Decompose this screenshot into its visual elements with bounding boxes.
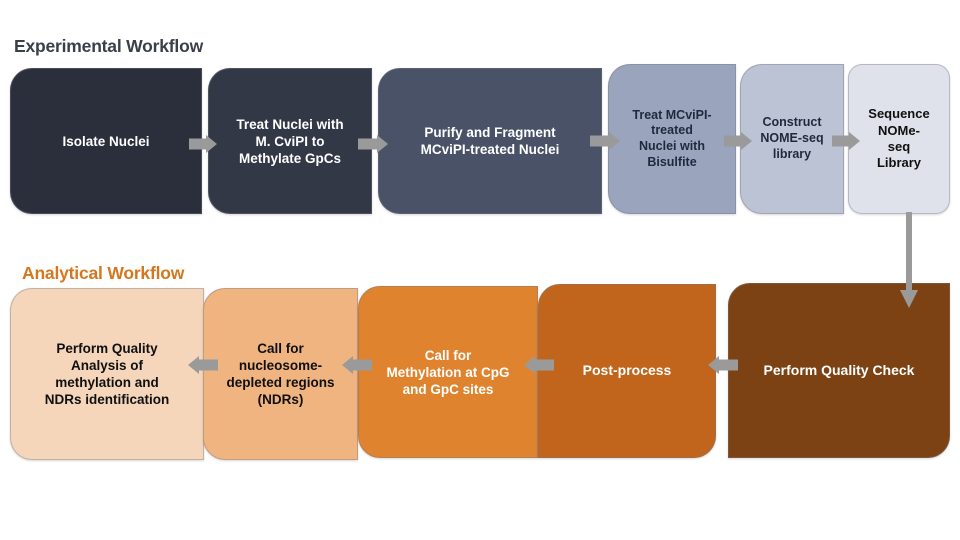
flow-step-label: Treat Nuclei with M. CviPI to Methylate …	[236, 116, 344, 166]
arrow-ndrs-to-quality-icon	[188, 355, 218, 375]
flow-step-perform-quality-analysis[interactable]: Perform Quality Analysis of methylation …	[10, 288, 204, 460]
flow-step-treat-bisulfite[interactable]: Treat MCviPI- treated Nuclei with Bisulf…	[608, 64, 736, 214]
arrow-construct-to-sequence-icon	[832, 131, 860, 151]
flow-step-label: Sequence NOMe- seq Library	[868, 106, 930, 171]
flow-step-label: Isolate Nuclei	[62, 133, 150, 149]
flow-step-label: Post-process	[582, 362, 672, 379]
arrow-bisulfite-to-construct-icon	[724, 131, 752, 151]
arrow-methylation-to-ndrs-icon	[342, 355, 372, 375]
flow-step-call-methylation[interactable]: Call for Methylation at CpG and GpC site…	[358, 286, 538, 458]
flow-step-label: Perform Quality Check	[763, 361, 915, 378]
arrow-treat-to-purify-icon	[358, 134, 388, 154]
arrow-postprocess-to-methyl-icon	[524, 355, 554, 375]
experimental-workflow-title: Experimental Workflow	[14, 36, 203, 56]
arrow-purify-to-bisulfite-icon	[590, 131, 620, 151]
arrow-qc-to-postprocess-icon	[708, 355, 738, 375]
analytical-workflow-title: Analytical Workflow	[22, 263, 185, 283]
arrow-sequence-to-quality-check-icon	[899, 212, 919, 308]
flow-step-purify-fragment[interactable]: Purify and Fragment MCviPI-treated Nucle…	[378, 68, 602, 214]
flow-step-perform-quality-check[interactable]: Perform Quality Check	[728, 283, 950, 458]
flow-step-label: Purify and Fragment MCviPI-treated Nucle…	[420, 125, 560, 157]
flow-step-isolate-nuclei[interactable]: Isolate Nuclei	[10, 68, 202, 214]
flow-step-call-ndrs[interactable]: Call for nucleosome- depleted regions (N…	[203, 288, 358, 460]
flow-step-label: Call for nucleosome- depleted regions (N…	[226, 341, 335, 407]
flow-step-sequence-library[interactable]: Sequence NOMe- seq Library	[848, 64, 950, 214]
flow-step-construct-library[interactable]: Construct NOME-seq library	[740, 64, 844, 214]
arrow-isolate-to-treat-icon	[189, 134, 217, 154]
flow-step-treat-nuclei-mcvipi[interactable]: Treat Nuclei with M. CviPI to Methylate …	[208, 68, 372, 214]
flow-step-label: Construct NOME-seq library	[760, 115, 824, 161]
flow-step-label: Call for Methylation at CpG and GpC site…	[386, 347, 510, 397]
flow-step-label: Treat MCviPI- treated Nuclei with Bisulf…	[632, 107, 712, 169]
flow-step-label: Perform Quality Analysis of methylation …	[44, 341, 170, 407]
flow-step-post-process[interactable]: Post-process	[538, 284, 716, 458]
